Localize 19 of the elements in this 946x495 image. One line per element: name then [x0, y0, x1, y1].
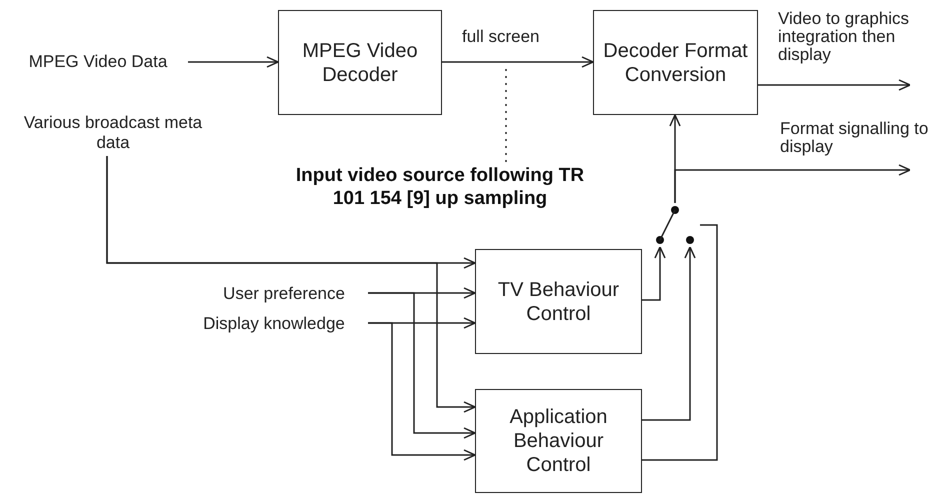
input-label: User preference	[200, 283, 368, 305]
arrow	[442, 56, 594, 68]
arrow	[758, 79, 911, 91]
process-box: Decoder Format Conversion	[593, 10, 758, 115]
arrow	[368, 322, 476, 461]
arrow	[106, 156, 476, 413]
arrow	[642, 246, 666, 301]
annotation-text: Input video source following TR 101 154 [9] up sampling	[292, 162, 588, 214]
arrow	[188, 56, 279, 68]
leader-line	[505, 68, 507, 162]
process-box: Application Behaviour Control	[475, 389, 642, 493]
process-box: TV Behaviour Control	[475, 249, 642, 354]
arrow	[674, 164, 911, 203]
arrow	[368, 292, 476, 439]
process-box: MPEG Video Decoder	[278, 10, 442, 115]
input-label: MPEG Video Data	[8, 50, 188, 74]
input-label: Display knowledge	[180, 313, 368, 335]
arrow	[642, 246, 696, 421]
input-label: Various broadcast meta data	[18, 110, 208, 156]
